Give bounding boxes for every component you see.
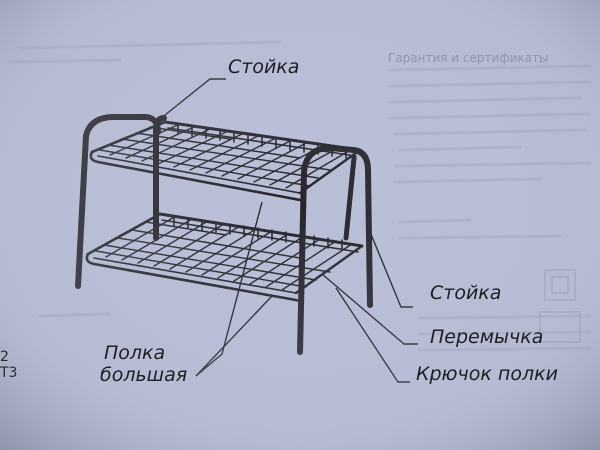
label-polka-line1: Полка: [104, 342, 166, 364]
edge-text-bottom: T3: [0, 365, 18, 381]
faint-heading: Гарантия и сертификаты: [388, 51, 549, 65]
label-stoyka-top: Стойка: [228, 56, 300, 78]
edge-text-top: 2: [0, 349, 9, 365]
label-stoyka-right: Стойка: [430, 282, 502, 304]
label-peremychka: Перемычка: [430, 326, 544, 348]
label-kryuchok-polki: Крючок полки: [416, 363, 558, 385]
label-polka-line2: большая: [100, 364, 188, 386]
